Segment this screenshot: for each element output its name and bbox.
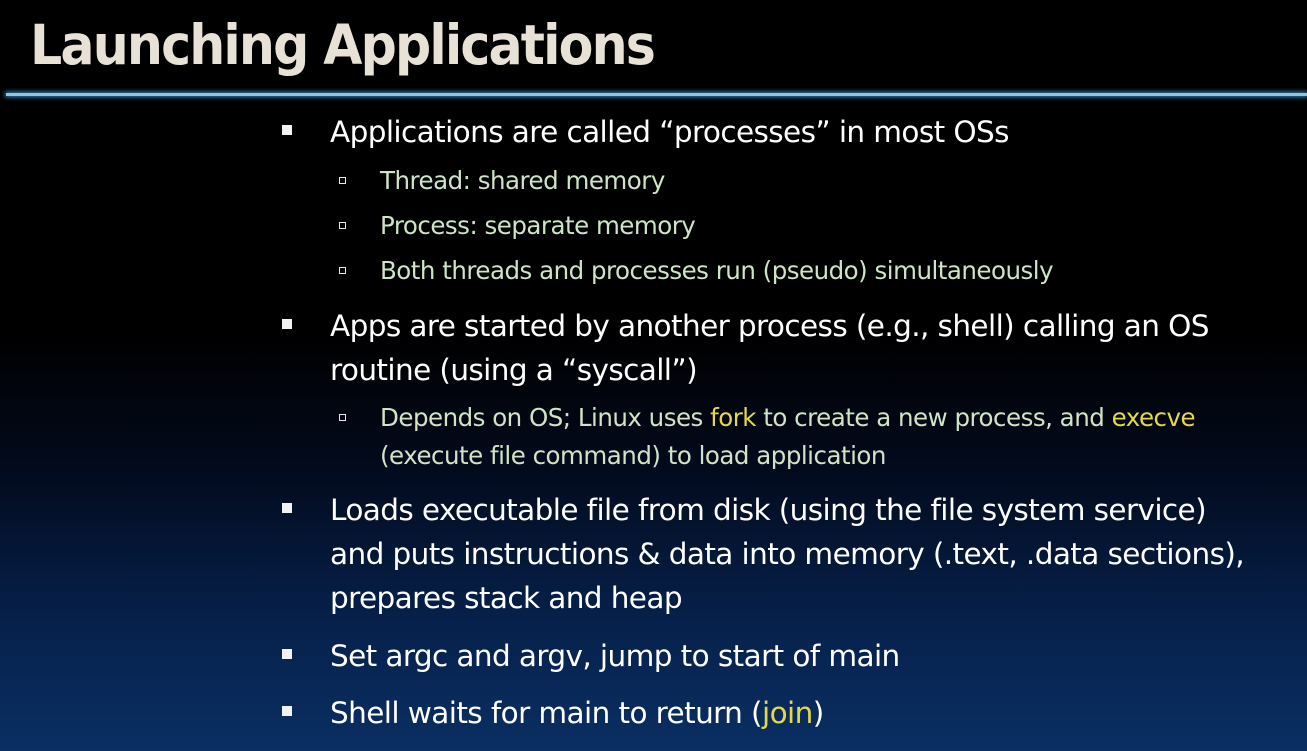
keyword-fork: fork	[710, 403, 756, 432]
bullet-argc-argv: Set argc and argv, jump to start of main	[282, 634, 900, 678]
keyword-execve: execve	[1111, 403, 1196, 432]
square-bullet-icon	[282, 125, 292, 135]
bullet-text: Applications are called “processes” in m…	[330, 115, 1010, 149]
sub-bullet-depends-on-os: Depends on OS; Linux uses fork to create…	[339, 399, 1196, 475]
hollow-square-bullet-icon	[339, 222, 346, 229]
hollow-square-bullet-icon	[339, 267, 346, 274]
square-bullet-icon	[282, 319, 292, 329]
sub-bullet-text: Thread: shared memory	[380, 166, 665, 195]
sub-text-part: Depends on OS; Linux uses	[380, 403, 711, 432]
sub-bullet-text-line2: (execute file command) to load applicati…	[380, 441, 886, 470]
hollow-square-bullet-icon	[339, 177, 346, 184]
square-bullet-icon	[282, 649, 292, 659]
bullet-apps-started: Apps are started by another process (e.g…	[282, 304, 1209, 392]
bullet-text: Set argc and argv, jump to start of main	[330, 639, 900, 673]
bullet-text-line3: prepares stack and heap	[330, 581, 683, 615]
sub-bullet-thread: Thread: shared memory	[339, 162, 665, 200]
bullet-shell-waits: Shell waits for main to return (join)	[282, 691, 825, 735]
keyword-join: join	[761, 696, 813, 730]
sub-text-part: to create a new process, and	[756, 403, 1112, 432]
sub-bullet-simultaneous: Both threads and processes run (pseudo) …	[339, 252, 1054, 290]
title-underline	[6, 93, 1307, 96]
sub-bullet-text: Both threads and processes run (pseudo) …	[380, 256, 1054, 285]
hollow-square-bullet-icon	[339, 414, 346, 421]
bullet-loads-executable: Loads executable file from disk (using t…	[282, 488, 1245, 620]
bullet-text-line1: Loads executable file from disk (using t…	[330, 493, 1207, 527]
square-bullet-icon	[282, 503, 292, 513]
bullet-text-part: )	[812, 696, 825, 730]
bullet-text-line2: routine (using a “syscall”)	[330, 353, 698, 387]
sub-bullet-text-line1: Depends on OS; Linux uses fork to create…	[380, 399, 1196, 437]
slide-title: Launching Applications	[30, 13, 656, 77]
bullet-text-line1: Apps are started by another process (e.g…	[330, 309, 1209, 343]
square-bullet-icon	[282, 706, 292, 716]
bullet-text-part: Shell waits for main to return (	[330, 696, 763, 730]
sub-bullet-text: Process: separate memory	[380, 211, 696, 240]
bullet-text-line2: and puts instructions & data into memory…	[330, 537, 1245, 571]
bullet-processes: Applications are called “processes” in m…	[282, 110, 1010, 154]
sub-bullet-process: Process: separate memory	[339, 207, 696, 245]
